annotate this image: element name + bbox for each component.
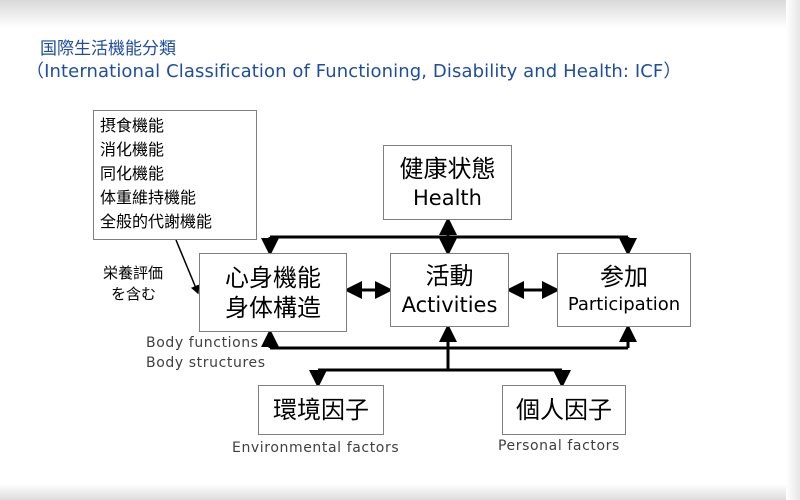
personal-factors-node: 個人因子: [502, 385, 626, 435]
side-note-line2: を含む: [111, 285, 157, 303]
function-item: 同化機能: [100, 164, 165, 183]
participation-node-jp: 参加: [600, 263, 648, 291]
participation-node: 参加 Participation: [557, 253, 691, 327]
page-title-english: （International Classification of Functio…: [26, 61, 682, 82]
environmental-factors-node: 環境因子: [258, 385, 384, 435]
health-node: 健康状態 Health: [383, 145, 512, 220]
body-node-line2: 身体構造: [225, 293, 321, 322]
function-item: 全般的代謝機能: [100, 212, 213, 231]
body-node: 心身機能 身体構造: [199, 253, 347, 332]
page-title-japanese: 国際生活機能分類: [40, 39, 176, 59]
personal-factors-label: Personal factors: [498, 438, 620, 454]
background-right-band: [786, 0, 800, 500]
activities-node: 活動 Activities: [390, 253, 509, 327]
body-functions-label: Body functions: [146, 335, 259, 351]
health-node-en: Health: [413, 185, 482, 210]
body-node-line1: 心身機能: [225, 263, 321, 292]
function-list: 摂食機能 消化機能 同化機能 体重維持機能 全般的代謝機能: [93, 110, 257, 240]
health-node-jp: 健康状態: [399, 154, 496, 183]
personal-node-jp: 個人因子: [516, 396, 612, 424]
function-item: 消化機能: [100, 140, 165, 159]
background-top-band: [0, 0, 800, 28]
environmental-node-jp: 環境因子: [273, 396, 369, 424]
environmental-factors-label: Environmental factors: [232, 440, 400, 456]
pointer-list-to-body: [175, 239, 200, 295]
function-item: 摂食機能: [100, 116, 165, 135]
participation-node-en: Participation: [567, 294, 681, 315]
background-bottom-band: [0, 484, 800, 500]
activities-node-jp: 活動: [425, 262, 474, 290]
body-structures-label: Body structures: [146, 355, 266, 371]
function-item: 体重維持機能: [100, 188, 197, 207]
side-note-line1: 栄養評価: [103, 264, 164, 282]
activities-node-en: Activities: [401, 293, 498, 317]
